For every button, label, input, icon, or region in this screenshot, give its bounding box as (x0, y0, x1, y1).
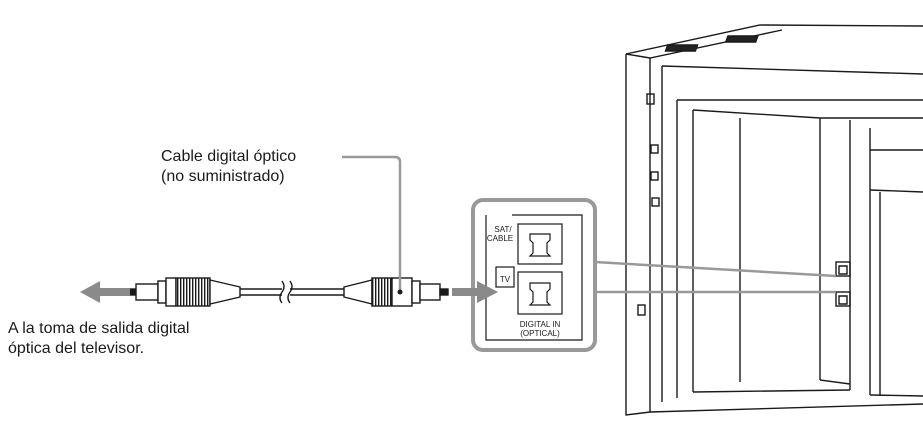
panel-digital-in-line1: DIGITAL IN (520, 320, 561, 329)
arrow-to-receiver (452, 281, 498, 303)
panel-sat-cable-line1: SAT/ (494, 225, 512, 234)
tv-label-line1: A la toma de salida digital (8, 320, 190, 337)
panel-tv-label: TV (500, 275, 511, 284)
cable-label-line2: (no suministrado) (161, 168, 285, 185)
leader-dot (397, 289, 403, 295)
av-receiver (625, 24, 923, 416)
arrow-to-tv (80, 281, 130, 303)
cable-label-line1: Cable digital óptico (161, 148, 297, 165)
panel-sat-cable-line2: CABLE (487, 234, 513, 243)
tv-label-line2: óptica del televisor. (8, 340, 145, 357)
panel-digital-in-line2: (OPTICAL) (520, 329, 560, 338)
cable-leader-line (342, 155, 402, 292)
optical-cable (127, 277, 449, 307)
callout-panel (471, 198, 837, 352)
